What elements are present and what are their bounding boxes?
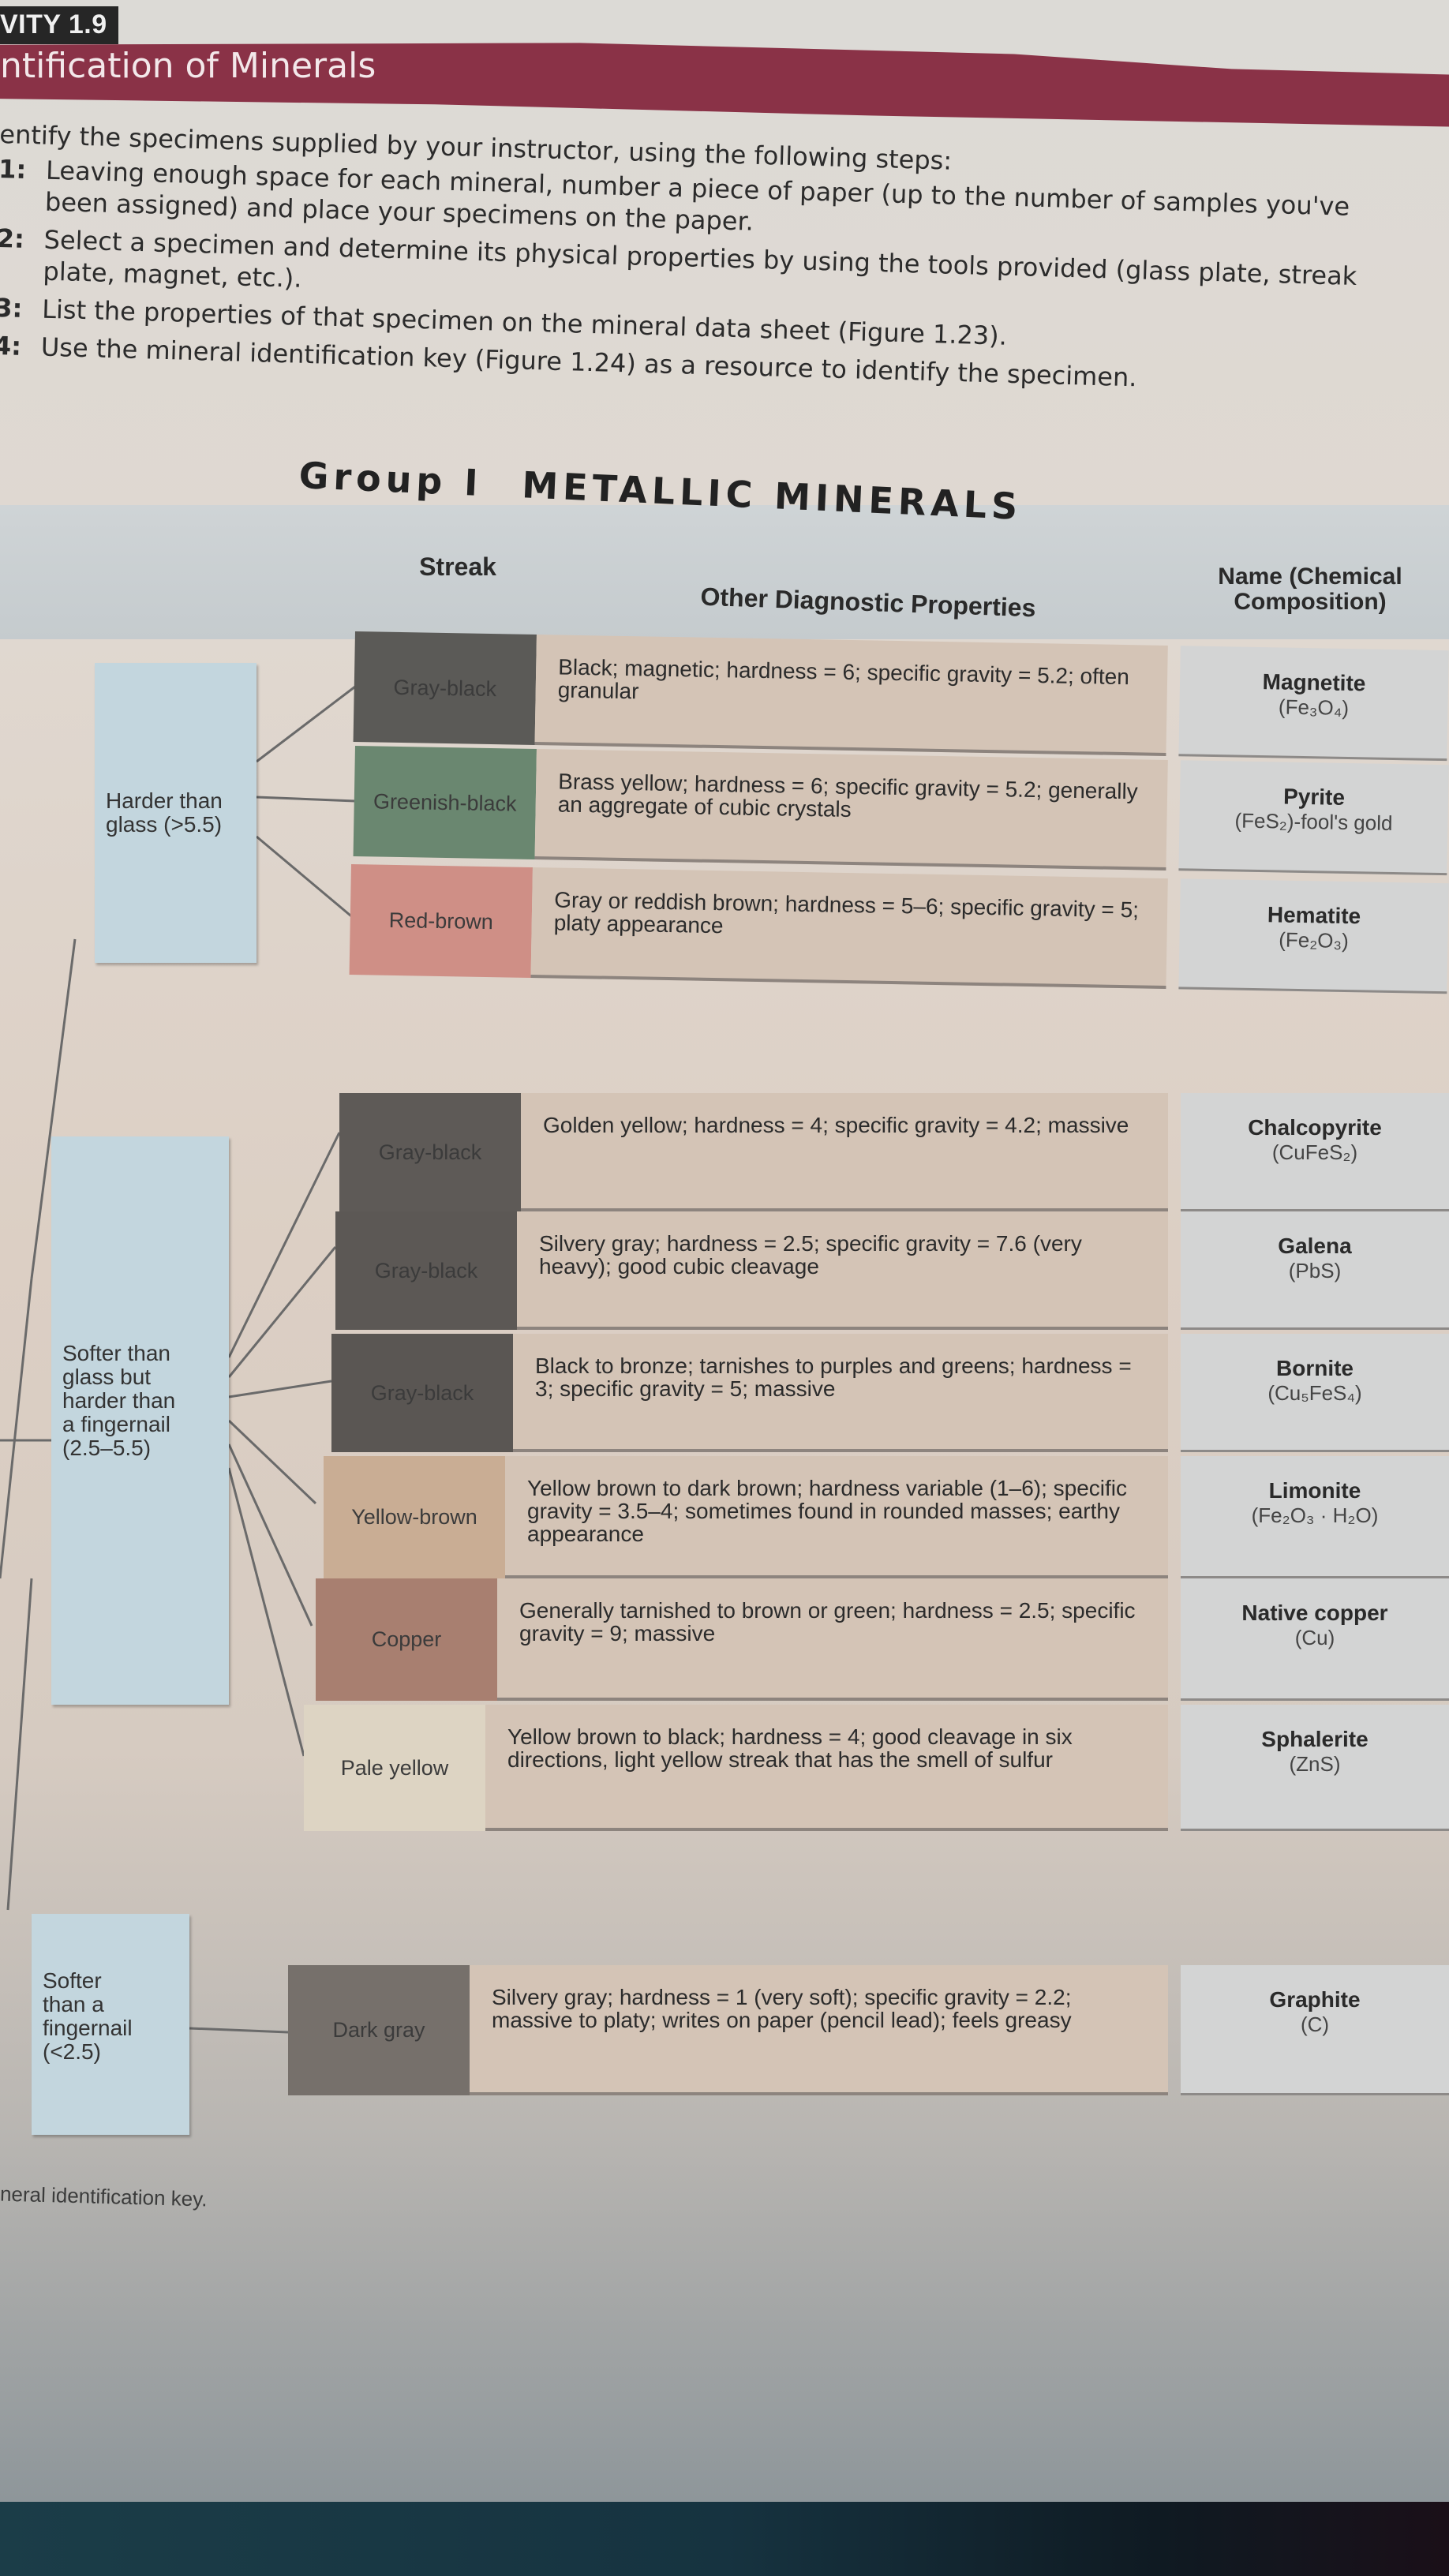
name-cell: Limonite (Fe₂O₃ · H₂O) [1181, 1456, 1449, 1578]
streak-label: Copper [371, 1627, 442, 1651]
mineral-row: Gray-black Golden yellow; hardness = 4; … [339, 1093, 1449, 1211]
step-number: 4: [0, 330, 22, 361]
streak-swatch: Pale yellow [304, 1705, 485, 1831]
streak-label: Gray-black [374, 1258, 478, 1282]
name-cell: Chalcopyrite (CuFeS₂) [1181, 1093, 1449, 1211]
mineral-row: Greenish-black Brass yellow; hardness = … [353, 746, 1449, 876]
properties-cell: Golden yellow; hardness = 4; specific gr… [521, 1093, 1168, 1211]
streak-swatch: Gray-black [335, 1211, 517, 1330]
mineral-formula: (PbS) [1288, 1259, 1342, 1282]
streak-swatch: Greenish-black [353, 746, 537, 859]
mineral-formula: (C) [1300, 2012, 1330, 2036]
hardness-label: Harder than glass (>5.5) [106, 788, 223, 837]
properties-cell: Gray or reddish brown; hardness = 5–6; s… [530, 867, 1168, 990]
streak-swatch: Gray-black [353, 631, 537, 745]
mineral-formula: (Cu) [1294, 1626, 1335, 1649]
mineral-row: Gray-black Black; magnetic; hardness = 6… [353, 631, 1449, 762]
table-header-band [0, 505, 1449, 639]
mineral-row: Dark gray Silvery gray; hardness = 1 (ve… [288, 1965, 1449, 2095]
step-number: 2: [0, 223, 25, 254]
mineral-formula: (Fe₂O₃ · H₂O) [1251, 1503, 1379, 1527]
column-header-streak: Streak [419, 552, 496, 581]
activity-tag: VITY 1.9 [0, 6, 118, 44]
name-cell: Sphalerite (ZnS) [1181, 1705, 1449, 1831]
mineral-formula: (Cu₅FeS₄) [1267, 1381, 1362, 1405]
streak-swatch: Gray-black [331, 1334, 513, 1452]
properties-cell: Generally tarnished to brown or green; h… [497, 1578, 1168, 1701]
mineral-name: Bornite [1276, 1356, 1354, 1380]
streak-label: Greenish-black [373, 788, 517, 816]
instructions: entify the specimens supplied by your in… [0, 118, 1420, 407]
streak-label: Yellow-brown [351, 1505, 477, 1529]
mineral-row: Gray-black Black to bronze; tarnishes to… [331, 1334, 1449, 1452]
hardness-box-softer-than-fingernail: Softer than a fingernail (<2.5) [32, 1914, 189, 2135]
mineral-name: Graphite [1269, 1987, 1361, 2012]
group-label: Group I [298, 454, 484, 505]
hardness-box-harder-than-glass: Harder than glass (>5.5) [95, 663, 256, 963]
properties-cell: Silvery gray; hardness = 1 (very soft); … [470, 1965, 1168, 2095]
name-cell: Pyrite (FeS₂)-fool's gold [1178, 760, 1449, 876]
mineral-formula: (CuFeS₂) [1271, 1140, 1358, 1164]
name-cell: Hematite (Fe₂O₃) [1178, 878, 1449, 994]
name-cell: Magnetite (Fe₃O₄) [1178, 646, 1449, 762]
properties-cell: Black; magnetic; hardness = 6; specific … [534, 635, 1168, 756]
hardness-label: Softer than a fingernail (<2.5) [43, 1968, 133, 2064]
step-number: 3: [0, 292, 23, 324]
streak-label: Red-brown [388, 908, 494, 934]
mineral-row: Yellow-brown Yellow brown to dark brown;… [324, 1456, 1449, 1578]
properties-cell: Brass yellow; hardness = 6; specific gra… [534, 749, 1168, 871]
mineral-row: Red-brown Gray or reddish brown; hardnes… [349, 864, 1449, 994]
mineral-name: Native copper [1241, 1601, 1388, 1625]
streak-swatch: Dark gray [288, 1965, 470, 2095]
streak-label: Gray-black [370, 1380, 474, 1405]
page-title: ntification of Minerals [0, 46, 376, 86]
mineral-row: Pale yellow Yellow brown to black; hardn… [304, 1705, 1449, 1831]
name-cell: Native copper (Cu) [1181, 1578, 1449, 1701]
streak-swatch: Gray-black [339, 1093, 521, 1211]
background-surface [0, 2502, 1449, 2576]
mineral-formula: (ZnS) [1289, 1752, 1341, 1776]
properties-cell: Black to bronze; tarnishes to purples an… [513, 1334, 1168, 1452]
hardness-box-softer-than-glass: Softer than glass but harder than a fing… [51, 1136, 229, 1705]
properties-cell: Yellow brown to dark brown; hardness var… [505, 1456, 1168, 1578]
name-cell: Bornite (Cu₅FeS₄) [1181, 1334, 1449, 1452]
mineral-formula: (FeS₂)-fool's gold [1234, 808, 1393, 835]
mineral-formula: (Fe₃O₄) [1278, 695, 1350, 720]
mineral-name: Sphalerite [1261, 1727, 1368, 1751]
hardness-label: Softer than glass but harder than a fing… [62, 1341, 176, 1460]
step-number: 1: [0, 153, 27, 185]
column-header-name: Name (Chemical Composition) [1218, 564, 1402, 615]
name-cell: Graphite (C) [1181, 1965, 1449, 2095]
streak-swatch: Yellow-brown [324, 1456, 505, 1578]
streak-label: Gray-black [378, 1140, 482, 1164]
name-cell: Galena (PbS) [1181, 1211, 1449, 1330]
streak-label: Pale yellow [340, 1755, 449, 1780]
streak-label: Gray-black [393, 675, 497, 701]
streak-swatch: Red-brown [349, 864, 533, 978]
properties-cell: Yellow brown to black; hardness = 4; goo… [485, 1705, 1168, 1831]
mineral-row: Gray-black Silvery gray; hardness = 2.5;… [335, 1211, 1449, 1330]
mineral-row: Copper Generally tarnished to brown or g… [316, 1578, 1449, 1701]
mineral-formula: (Fe₂O₃) [1278, 927, 1350, 953]
mineral-name: Chalcopyrite [1248, 1115, 1382, 1140]
mineral-name: Limonite [1268, 1478, 1361, 1503]
streak-swatch: Copper [316, 1578, 497, 1701]
mineral-name: Galena [1278, 1234, 1352, 1258]
streak-label: Dark gray [332, 2018, 425, 2042]
properties-cell: Silvery gray; hardness = 2.5; specific g… [517, 1211, 1168, 1330]
